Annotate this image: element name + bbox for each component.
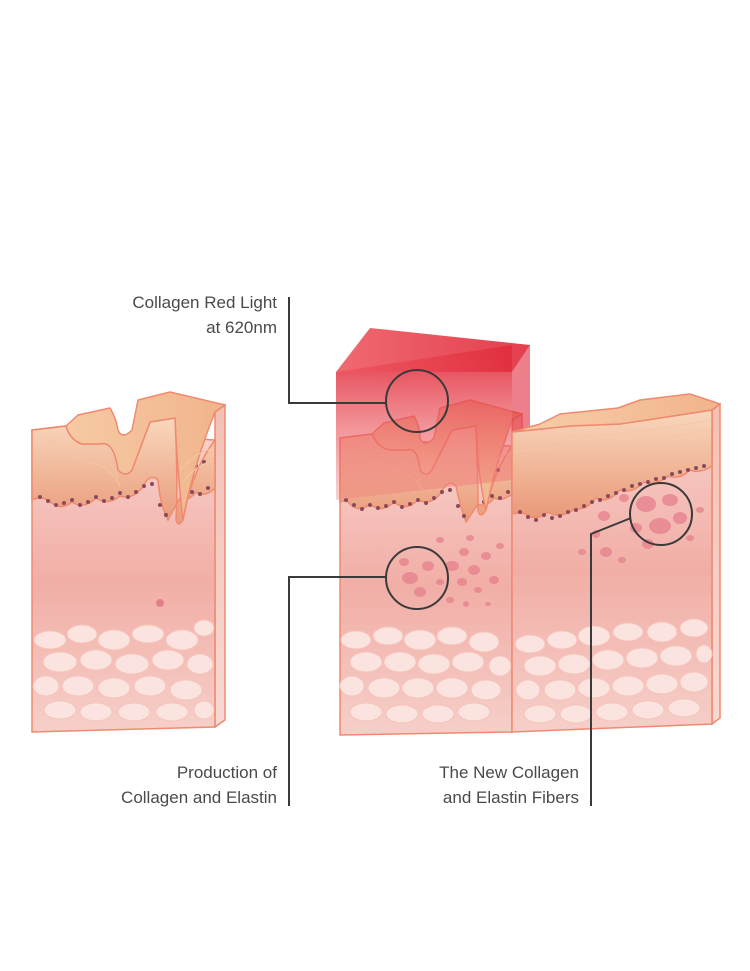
skin-block-aged xyxy=(31,391,226,733)
label-red-light-line2: at 620nm xyxy=(206,318,277,337)
label-new-fibers: The New Collagen and Elastin Fibers xyxy=(439,760,579,810)
collagen-bubbles xyxy=(399,535,504,607)
callout-production xyxy=(288,546,449,806)
red-light-beam xyxy=(336,328,530,500)
fat-cell-layer xyxy=(514,618,713,724)
label-new-fibers-line2: and Elastin Fibers xyxy=(442,788,579,807)
new-collagen-bubbles xyxy=(578,494,704,563)
label-production: Production of Collagen and Elastin xyxy=(121,760,277,810)
callout-red-light xyxy=(288,297,449,433)
skin-block-rejuvenated xyxy=(511,393,721,733)
fat-cell-layer xyxy=(32,619,215,722)
basal-layer xyxy=(518,464,706,522)
label-production-line2: Collagen and Elastin xyxy=(121,788,277,807)
skin-block-treated xyxy=(336,328,530,736)
label-new-fibers-line1: The New Collagen xyxy=(439,763,579,782)
callout-new-fibers xyxy=(590,482,693,806)
label-red-light-line1: Collagen Red Light xyxy=(132,293,277,312)
label-production-line1: Production of xyxy=(176,763,277,782)
fat-cell-layer xyxy=(339,626,512,724)
label-red-light: Collagen Red Light at 620nm xyxy=(132,290,277,340)
